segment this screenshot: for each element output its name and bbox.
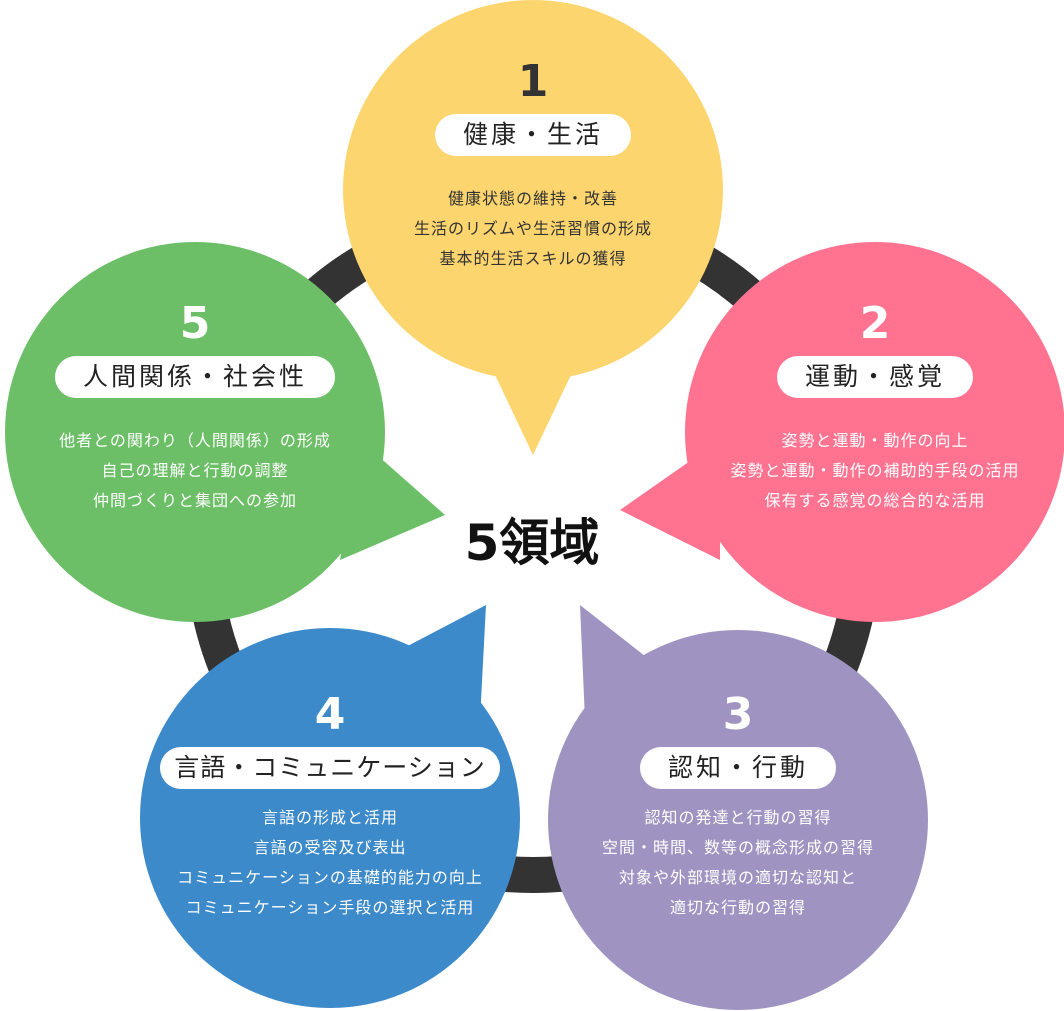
bubble-1-tail xyxy=(488,360,578,455)
bubble-4-shape xyxy=(140,628,520,1008)
domain-5-title: 人間関係・社会性 xyxy=(54,356,335,398)
domain-1-line: 生活のリズムや生活習慣の形成 xyxy=(413,219,652,238)
domain-3-line: 認知の発達と行動の習得 xyxy=(644,808,832,827)
domain-3-line: 適切な行動の習得 xyxy=(669,898,806,917)
domain-2: 2 運動・感覚 姿勢と運動・動作の向上 姿勢と運動・動作の補助的手段の活用 保有… xyxy=(685,302,1064,516)
domain-4-line: コミュニケーションの基礎的能力の向上 xyxy=(177,868,483,887)
domain-4-number: 4 xyxy=(314,689,346,740)
domain-1: 1 健康・生活 健康状態の維持・改善 生活のリズムや生活習慣の形成 基本的生活ス… xyxy=(343,60,723,274)
domain-4-title: 言語・コミュニケーション xyxy=(160,747,500,789)
domain-5: 5 人間関係・社会性 他者との関わり（人間関係）の形成 自己の理解と行動の調整 … xyxy=(5,302,385,516)
domain-3-title: 認知・行動 xyxy=(639,747,836,789)
domain-4-line: 言語の受容及び表出 xyxy=(253,838,407,857)
domain-3-line: 空間・時間、数等の概念形成の習得 xyxy=(601,838,874,857)
domain-1-line: 健康状態の維持・改善 xyxy=(447,189,618,208)
domain-2-details: 姿勢と運動・動作の向上 姿勢と運動・動作の補助的手段の活用 保有する感覚の総合的… xyxy=(685,426,1064,516)
domain-5-line: 仲間づくりと集団への参加 xyxy=(92,491,297,510)
domain-5-details: 他者との関わり（人間関係）の形成 自己の理解と行動の調整 仲間づくりと集団への参… xyxy=(5,426,385,516)
domain-3-number: 3 xyxy=(722,689,754,740)
bubble-5-shape xyxy=(5,242,385,622)
bubble-1-shape xyxy=(343,0,723,380)
domain-3-details: 認知の発達と行動の習得 空間・時間、数等の概念形成の習得 対象や外部環境の適切な… xyxy=(548,803,928,923)
domain-1-title: 健康・生活 xyxy=(434,114,631,156)
domain-2-title: 運動・感覚 xyxy=(776,356,973,398)
domain-4: 4 言語・コミュニケーション 言語の形成と活用 言語の受容及び表出 コミュニケー… xyxy=(140,693,520,923)
center-title: 5領域 xyxy=(464,514,600,572)
domain-5-line: 自己の理解と行動の調整 xyxy=(101,461,289,480)
bubble-3-shape xyxy=(548,630,928,1010)
domain-3: 3 認知・行動 認知の発達と行動の習得 空間・時間、数等の概念形成の習得 対象や… xyxy=(548,693,928,923)
domain-1-line: 基本的生活スキルの獲得 xyxy=(439,249,627,268)
domain-5-line: 他者との関わり（人間関係）の形成 xyxy=(59,431,331,450)
domain-2-line: 保有する感覚の総合的な活用 xyxy=(764,491,986,510)
bubble-2-shape xyxy=(685,242,1064,622)
domain-4-line: コミュニケーション手段の選択と活用 xyxy=(185,898,475,917)
domain-1-details: 健康状態の維持・改善 生活のリズムや生活習慣の形成 基本的生活スキルの獲得 xyxy=(343,184,723,274)
domain-2-line: 姿勢と運動・動作の補助的手段の活用 xyxy=(730,461,1020,480)
domain-4-line: 言語の形成と活用 xyxy=(261,808,398,827)
domain-2-number: 2 xyxy=(859,298,891,349)
domain-2-line: 姿勢と運動・動作の向上 xyxy=(781,431,969,450)
domain-5-number: 5 xyxy=(179,298,211,349)
bubble-3-tail xyxy=(580,605,650,720)
domain-4-details: 言語の形成と活用 言語の受容及び表出 コミュニケーションの基礎的能力の向上 コミ… xyxy=(140,803,520,923)
domain-1-number: 1 xyxy=(517,56,549,107)
domain-3-line: 対象や外部環境の適切な認知と xyxy=(618,868,857,887)
